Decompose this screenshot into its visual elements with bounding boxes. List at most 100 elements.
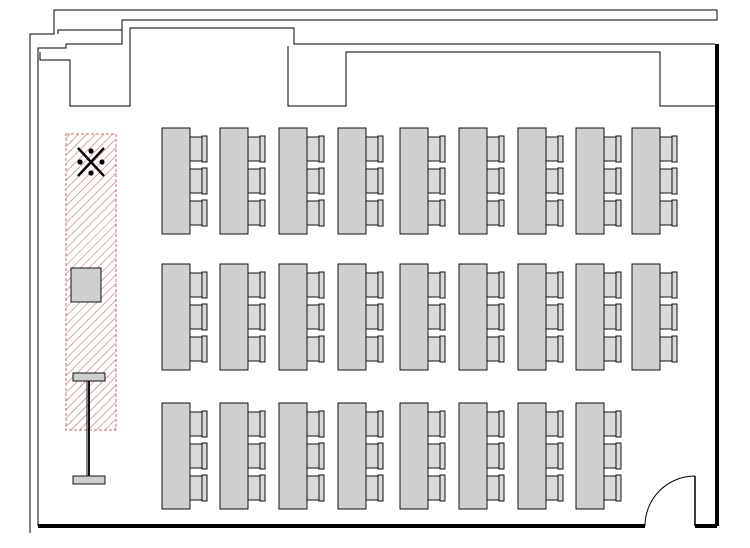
chair: [659, 135, 678, 163]
chair: [189, 199, 208, 227]
chair: [427, 167, 446, 195]
chair: [247, 410, 266, 438]
chair: [486, 442, 505, 470]
student-seating: [161, 127, 678, 510]
chair: [545, 335, 564, 363]
chair: [365, 167, 384, 195]
desk-unit: [278, 263, 325, 371]
chair: [247, 303, 266, 331]
desk-unit: [161, 402, 208, 510]
chair: [189, 442, 208, 470]
chair: [247, 271, 266, 299]
chair: [189, 271, 208, 299]
chair: [306, 303, 325, 331]
desk-unit: [399, 127, 446, 235]
desk-unit: [278, 402, 325, 510]
chair: [427, 474, 446, 502]
desk-unit: [575, 127, 622, 235]
chair: [545, 474, 564, 502]
chair: [365, 410, 384, 438]
chair: [486, 135, 505, 163]
desk: [631, 127, 661, 235]
chair: [189, 410, 208, 438]
lectern-icon: [70, 267, 102, 303]
desk: [278, 402, 308, 510]
chair: [603, 167, 622, 195]
chair: [486, 167, 505, 195]
desk-unit: [161, 263, 208, 371]
chair: [545, 410, 564, 438]
desk: [399, 263, 429, 371]
chair: [603, 335, 622, 363]
desk-unit: [517, 263, 564, 371]
desk: [278, 127, 308, 235]
wall-notch-middle: [287, 46, 715, 107]
chair: [486, 303, 505, 331]
desk-unit: [631, 263, 678, 371]
chair: [545, 271, 564, 299]
desk: [575, 127, 605, 235]
walls: [29, 9, 719, 533]
desk-unit: [337, 127, 384, 235]
desk-unit: [575, 263, 622, 371]
chair: [659, 199, 678, 227]
desk: [337, 127, 367, 235]
screen-stand-icon: [72, 372, 106, 485]
desk: [399, 402, 429, 510]
chair: [427, 442, 446, 470]
chair: [247, 135, 266, 163]
chair: [545, 135, 564, 163]
chair: [603, 271, 622, 299]
chair: [427, 303, 446, 331]
desk-unit: [458, 402, 505, 510]
desk-unit: [219, 402, 266, 510]
desk: [161, 263, 191, 371]
desk: [575, 402, 605, 510]
chair: [365, 442, 384, 470]
desk: [517, 263, 547, 371]
chair: [247, 167, 266, 195]
desk: [399, 127, 429, 235]
desk: [458, 263, 488, 371]
chair: [189, 167, 208, 195]
desk: [219, 402, 249, 510]
chair: [189, 135, 208, 163]
desk: [517, 402, 547, 510]
chair: [306, 167, 325, 195]
chair: [603, 199, 622, 227]
desk: [517, 127, 547, 235]
chair: [247, 199, 266, 227]
chair: [545, 199, 564, 227]
desk: [219, 127, 249, 235]
chair: [603, 135, 622, 163]
desk-unit: [458, 263, 505, 371]
desk: [161, 127, 191, 235]
chair: [189, 474, 208, 502]
chair: [306, 199, 325, 227]
desk-unit: [219, 263, 266, 371]
desk-unit: [458, 127, 505, 235]
teaching-area: [65, 133, 117, 485]
inner-wall-outline: [37, 20, 123, 526]
chair: [603, 474, 622, 502]
desk-unit: [399, 263, 446, 371]
desk: [337, 263, 367, 371]
desk-unit: [278, 127, 325, 235]
chair: [659, 167, 678, 195]
chair: [603, 303, 622, 331]
chair: [659, 335, 678, 363]
chair: [545, 442, 564, 470]
desk: [219, 263, 249, 371]
chair: [306, 410, 325, 438]
chair: [247, 474, 266, 502]
desk-unit: [631, 127, 678, 235]
chair: [306, 135, 325, 163]
desk-unit: [517, 402, 564, 510]
desk: [161, 402, 191, 510]
chair: [189, 335, 208, 363]
desk: [458, 402, 488, 510]
desk-unit: [399, 402, 446, 510]
chair: [365, 335, 384, 363]
chair: [427, 271, 446, 299]
desk-unit: [575, 402, 622, 510]
